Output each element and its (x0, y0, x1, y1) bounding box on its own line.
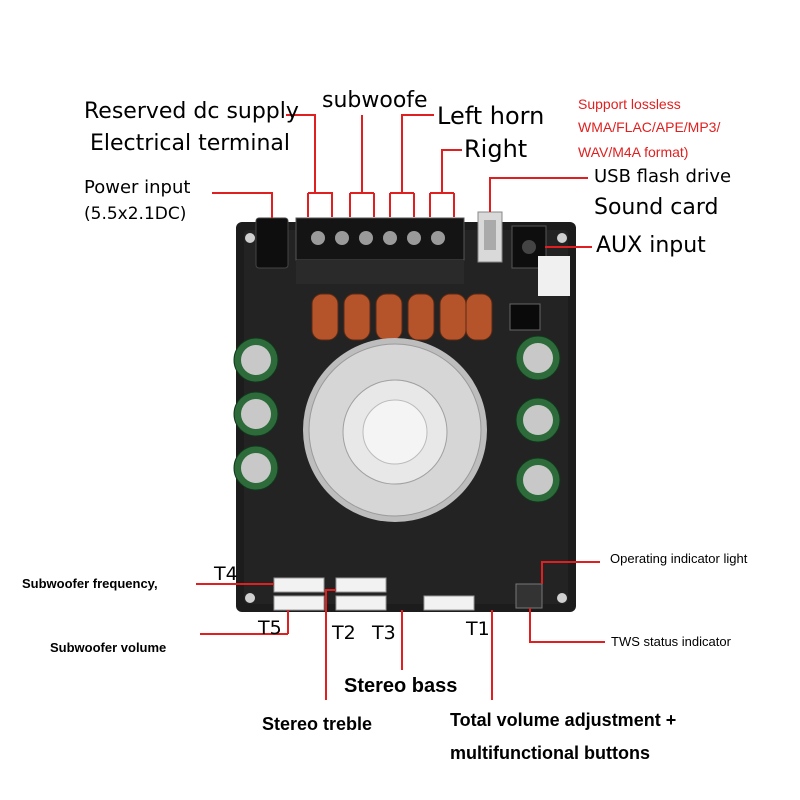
bluetooth-module (538, 256, 570, 296)
label-subwoofer-frequency: Subwoofer frequency, (22, 576, 158, 591)
label-sound-card: Sound card (594, 195, 719, 220)
dc-jack (255, 217, 289, 269)
mount-hole (557, 233, 567, 243)
callout-lines (196, 114, 605, 700)
label-power-input: Power input (84, 177, 191, 198)
label-power-input-spec: (5.5x2.1DC) (84, 204, 187, 224)
label-formats-1: WMA/FLAC/APE/MP3/ (578, 119, 721, 135)
label-subwoofe: subwoofe (322, 88, 428, 113)
indicator-pins (515, 583, 543, 609)
mount-hole (245, 593, 255, 603)
label-total-volume: Total volume adjustment + (450, 710, 677, 730)
label-t5: T5 (258, 617, 282, 639)
label-t3: T3 (372, 622, 396, 644)
label-stereo-bass: Stereo bass (344, 675, 458, 697)
label-support-lossless: Support lossless (578, 96, 681, 112)
label-left-horn: Left horn (437, 102, 545, 130)
label-multifunctional-buttons: multifunctional buttons (450, 743, 650, 763)
label-t1: T1 (466, 618, 490, 640)
label-stereo-treble: Stereo treble (262, 714, 373, 734)
label-right: Right (464, 135, 528, 163)
label-usb-flash-drive: USB flash drive (594, 166, 732, 187)
terminal-screws (311, 231, 445, 245)
label-tws-status: TWS status indicator (611, 634, 731, 649)
connectors (273, 577, 475, 611)
heatsink (303, 338, 487, 522)
label-t2: T2 (332, 622, 356, 644)
label-operating-indicator: Operating indicator light (610, 551, 748, 566)
label-t4: T4 (214, 563, 238, 585)
label-subwoofer-volume: Subwoofer volume (50, 640, 167, 655)
decoder-chip (509, 303, 541, 331)
mount-hole (557, 593, 567, 603)
label-aux-input: AUX input (596, 233, 706, 258)
mount-hole (245, 233, 255, 243)
label-formats-2: WAV/M4A format) (578, 144, 689, 160)
label-reserved-dc: Reserved dc supply (84, 99, 299, 124)
label-electrical-terminal: Electrical terminal (90, 131, 291, 156)
inductors (311, 293, 493, 341)
